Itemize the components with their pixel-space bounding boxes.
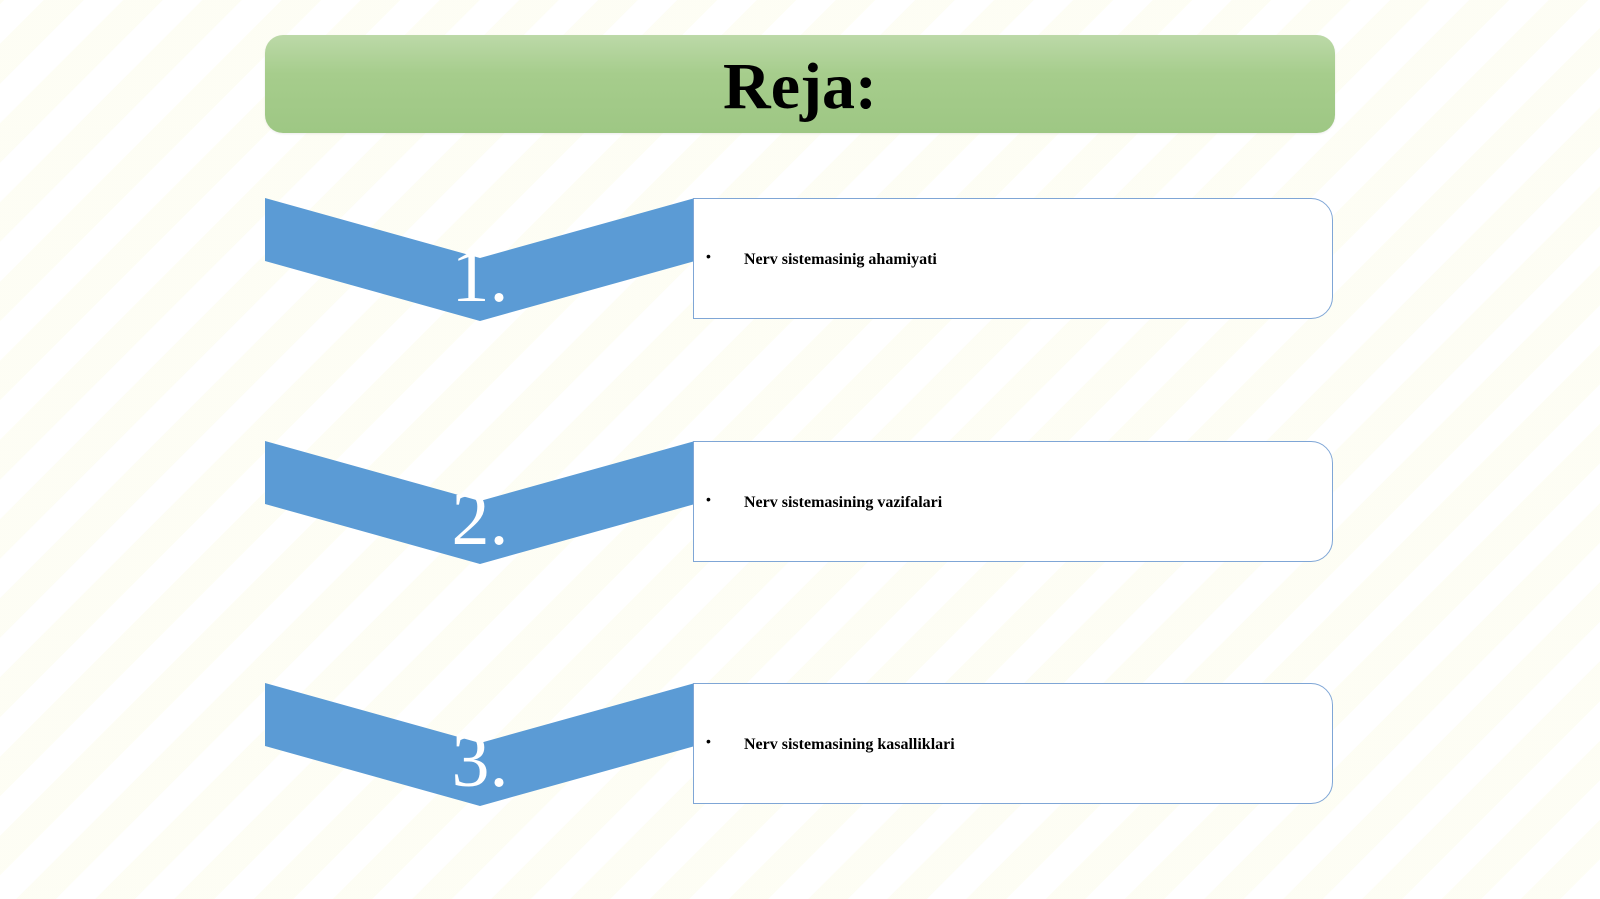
step-number: 1. <box>451 234 509 318</box>
bullet-icon: • <box>706 733 711 749</box>
bullet-icon: • <box>706 248 711 264</box>
step-card-3: • Nerv sistemasining kasalliklari <box>693 683 1333 804</box>
step-number: 3. <box>451 719 509 803</box>
step-text: Nerv sistemasinig ahamiyati <box>744 251 937 268</box>
chevron-step-2: 2. <box>265 441 695 564</box>
step-card-1: • Nerv sistemasinig ahamiyati <box>693 198 1333 319</box>
slide-title: Reja: <box>723 50 877 123</box>
chevron-step-3: 3. <box>265 683 695 806</box>
chevron-step-1: 1. <box>265 198 695 321</box>
title-bar: Reja: <box>265 35 1335 133</box>
step-text: Nerv sistemasining kasalliklari <box>744 736 955 753</box>
step-text: Nerv sistemasining vazifalari <box>744 494 943 511</box>
bullet-icon: • <box>706 491 711 507</box>
step-number: 2. <box>451 477 509 561</box>
step-card-2: • Nerv sistemasining vazifalari <box>693 441 1333 562</box>
